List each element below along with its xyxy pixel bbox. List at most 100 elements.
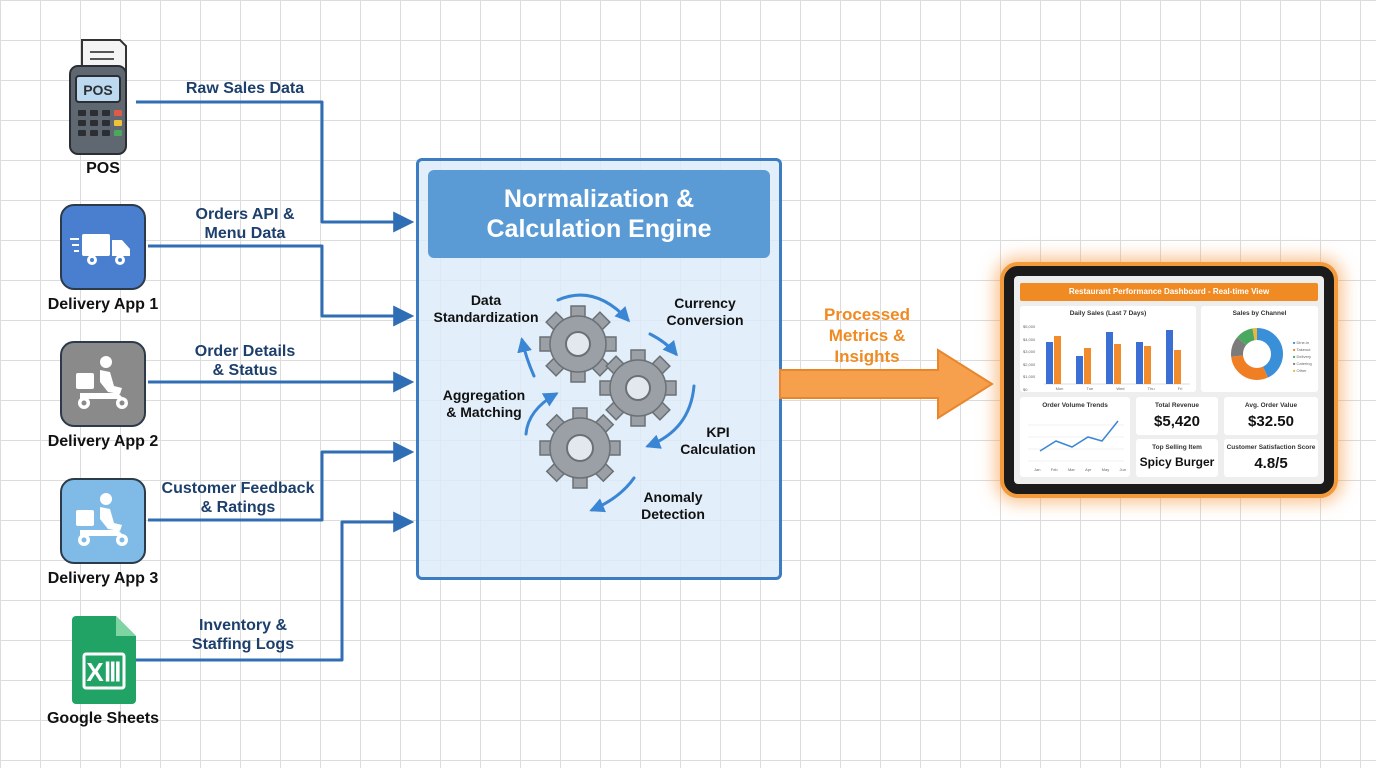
output-label-line: Metrics & [828,326,906,345]
flow-label-customer-feedback: Customer Feedback & Ratings [153,479,323,517]
flow-label-line: Orders API & [195,206,295,223]
x-tick-label: Mon [1055,386,1064,391]
flow-label-order-details: Order Details & Status [160,342,330,380]
sales-donut [1231,328,1283,380]
flow-label-line: Order Details [194,343,296,360]
flow-label-inventory: Inventory & Staffing Logs [158,616,328,654]
order-volume-card: Order Volume Trends Jan Feb Mar Apr May … [1020,397,1130,477]
pos-terminal-icon: POS [69,39,127,155]
kpi-title: Customer Satisfaction Score [1226,444,1316,451]
kpi-value: $32.50 [1248,413,1294,430]
daily-sales-x-ticks: Mon Tue Wed Thu Fri [1044,386,1194,391]
step-data-standardization: Data Standardization [416,292,556,326]
dashboard-title: Restaurant Performance Dashboard - Real-… [1020,283,1318,301]
delivery-truck-icon [70,234,130,265]
legend-item: ■ Takeout [1293,347,1311,352]
kpi-title: Top Selling Item [1152,444,1202,451]
flow-line-inventory [136,511,415,662]
legend-label: Dine-in [1296,340,1310,345]
step-label-line: Currency [674,295,736,311]
sheet-mark-text: XⅢ [86,657,121,687]
x-tick-label: Wed [1116,386,1125,391]
flow-label-raw-sales: Raw Sales Data [185,80,305,97]
y-tick-label: $3,000 [1023,349,1036,355]
source-label-delivery-app-3: Delivery App 3 [47,570,159,587]
pos-terminal: POS [68,38,130,156]
kpi-total-revenue: Total Revenue $5,420 [1136,397,1218,435]
engine-title: Normalization & Calculation Engine [428,170,770,258]
cycle-arrow-icon [648,332,678,357]
step-kpi-calculation: KPI Calculation [648,424,788,458]
flow-line-customer-feedback [148,441,415,522]
y-tick-label: $4,000 [1023,336,1036,342]
cycle-arrow-icon [645,384,696,449]
source-label-delivery-app-2: Delivery App 2 [47,433,159,450]
legend-item: ■ Delivery [1293,354,1311,359]
step-anomaly-detection: Anomaly Detection [603,489,743,523]
engine-title-line: Normalization & [503,185,695,213]
google-sheets-file: XⅢ [70,616,138,706]
x-tick-label: Mar [1067,467,1075,472]
legend-label: Catering [1296,361,1312,366]
x-tick-label: Feb [1050,467,1058,472]
flow-label-orders-api: Orders API & Menu Data [160,205,330,243]
kpi-title: Total Revenue [1155,402,1199,409]
scooter-courier-icon [76,356,128,409]
flow-line-orders-api [148,244,415,327]
x-tick-label: Jun [1119,467,1126,472]
step-label-line: Standardization [433,309,539,325]
scooter-courier-icon [76,493,128,546]
legend-item: ■ Other [1293,368,1307,373]
step-label-line: Aggregation [442,387,526,403]
legend-label: Delivery [1296,354,1311,359]
delivery-app-1-tile [60,204,146,290]
legend-label: Takeout [1296,347,1311,352]
kpi-customer-satisfaction: Customer Satisfaction Score 4.8/5 [1224,439,1318,477]
order-volume-line-chart [1028,420,1124,462]
step-label-line: Detection [641,506,705,522]
delivery-app-3-tile [60,478,146,564]
delivery-app-2-tile [60,341,146,427]
kpi-value: 4.8/5 [1254,455,1288,472]
excel-sheet-icon: XⅢ [72,616,136,704]
daily-sales-title: Daily Sales (Last 7 Days) [1069,310,1147,317]
sales-by-channel-title: Sales by Channel [1232,310,1287,317]
step-label-line: KPI [706,424,730,440]
y-tick-label: $5,000 [1023,324,1036,329]
step-label-line: Anomaly [643,489,703,505]
flow-label-line: & Ratings [200,499,276,516]
daily-sales-y-ticks: $5,000 $4,000 $3,000 $2,000 $1,000 $0 [1023,321,1043,397]
cycle-arrow-icon [524,392,559,436]
step-label-line: Calculation [680,441,756,457]
y-tick-label: $2,000 [1023,361,1036,367]
daily-sales-bars [1044,330,1190,385]
step-aggregation-matching: Aggregation & Matching [414,387,554,421]
legend-item: ■ Dine-in [1293,340,1310,345]
x-tick-label: Apr [1085,467,1092,472]
flow-label-line: Inventory & [198,617,287,634]
flow-label-line: Staffing Logs [191,636,295,653]
output-arrow [779,348,994,420]
pos-screen-text: POS [83,82,113,98]
flow-label-line: Menu Data [204,225,286,242]
gear-icon [599,349,677,427]
sales-by-channel-card: Sales by Channel ■ Dine-in ■ Takeout ■ D… [1201,306,1318,392]
step-label-line: & Matching [446,404,522,420]
gear-icon [539,407,621,489]
legend-item: ■ Catering [1293,361,1312,366]
legend-label: Other [1296,368,1307,373]
processing-gears [517,293,696,513]
kpi-title: Avg. Order Value [1244,402,1298,409]
source-label-pos: POS [86,160,120,177]
gear-icon [539,305,617,383]
order-volume-x-ticks: Jan Feb Mar Apr May Jun [1034,467,1126,472]
y-tick-label: $0 [1023,386,1028,392]
channel-legend: ■ Dine-in ■ Takeout ■ Delivery ■ Caterin… [1293,339,1312,374]
source-label-delivery-app-1: Delivery App 1 [47,296,159,313]
cycle-arrow-icon [556,293,631,323]
step-label-line: Data [470,292,502,308]
x-tick-label: Tue [1086,386,1094,391]
y-tick-label: $1,000 [1023,374,1036,380]
output-label-line: Insights [834,347,900,366]
